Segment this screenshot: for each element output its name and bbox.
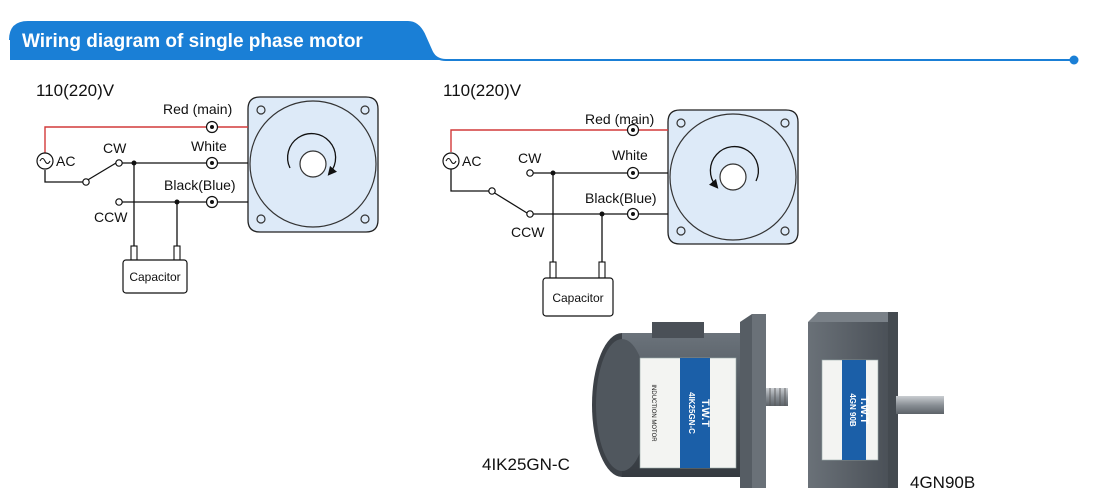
- rotation-arrow-cw: [286, 132, 337, 176]
- switch-lever: [85, 162, 117, 182]
- nameplate-brand: T.W.T: [699, 399, 711, 427]
- terminal-white: [205, 156, 219, 170]
- contact-ccw: [526, 210, 534, 218]
- terminal-white: [626, 166, 640, 180]
- gearbox-shaft: [896, 396, 944, 414]
- motor-shaft: [766, 388, 788, 406]
- gearbox-nameplate-model: 4GN 90B: [848, 393, 857, 427]
- contact-ccw: [115, 198, 123, 206]
- capacitor-label: Capacitor: [552, 291, 603, 305]
- header-title: Wiring diagram of single phase motor: [22, 31, 363, 52]
- header-end-dot: [1069, 55, 1079, 65]
- contact-cw: [115, 159, 123, 167]
- white-wire-label: White: [612, 147, 648, 163]
- ac-return-wire: [44, 170, 84, 183]
- motor-face: [667, 109, 799, 245]
- ac-label: AC: [462, 153, 481, 169]
- nameplate-model: 4IK25GN-C: [687, 392, 696, 434]
- contact-cw: [526, 169, 534, 177]
- ccw-label: CCW: [511, 224, 545, 240]
- red-wire: [450, 129, 668, 152]
- diagram-left: 110(220)V: [36, 81, 379, 294]
- mount-hole: [256, 214, 266, 224]
- terminal-red: [626, 123, 640, 137]
- mount-hole: [676, 226, 686, 236]
- mount-hole: [360, 105, 370, 115]
- ccw-label: CCW: [94, 209, 128, 225]
- mount-hole: [676, 118, 686, 128]
- switch-pivot: [488, 187, 496, 195]
- red-wire: [44, 126, 248, 153]
- nameplate-type: INDUCTION MOTOR: [650, 384, 656, 442]
- switch-lever: [492, 191, 528, 214]
- white-wire-label: White: [191, 138, 227, 154]
- black-wire-label: Black(Blue): [164, 177, 236, 193]
- cw-label: CW: [518, 150, 542, 166]
- mount-hole: [360, 214, 370, 224]
- diagram-right: 110(220)V: [442, 81, 799, 317]
- black-wire-label: Black(Blue): [585, 190, 657, 206]
- red-wire-label: Red (main): [163, 101, 232, 117]
- terminal-block: [652, 322, 704, 338]
- voltage-label: 110(220)V: [36, 81, 115, 100]
- motor-model-caption: 4IK25GN-C: [482, 455, 570, 474]
- gearbox-product-image: 4GN 90B T.W.T 4GN90B: [808, 312, 975, 492]
- gearbox-nameplate-brand: T.W.T: [858, 396, 870, 424]
- ac-label: AC: [56, 153, 75, 169]
- terminal-red: [205, 120, 219, 134]
- terminal-black: [205, 195, 219, 209]
- capacitor: Capacitor: [122, 245, 188, 294]
- mount-hole: [780, 118, 790, 128]
- motor-product-image: INDUCTION MOTOR 4IK25GN-C T.W.T 4IK25GN-…: [482, 314, 788, 488]
- voltage-label: 110(220)V: [443, 81, 522, 100]
- ac-return-wire: [450, 169, 490, 192]
- capacitor-label: Capacitor: [129, 270, 180, 284]
- terminal-black: [626, 207, 640, 221]
- gearbox-model-caption: 4GN90B: [910, 473, 975, 492]
- red-wire-label: Red (main): [585, 111, 654, 127]
- header-banner: Wiring diagram of single phase motor: [9, 21, 1079, 65]
- motor-flange: [752, 314, 766, 488]
- capacitor: Capacitor: [542, 261, 614, 317]
- switch-pivot: [82, 178, 90, 186]
- motor-face: [247, 96, 379, 233]
- rotation-arrow-ccw: [709, 145, 760, 189]
- mount-hole: [780, 226, 790, 236]
- header-tab: [10, 22, 446, 60]
- mount-hole: [256, 105, 266, 115]
- cw-label: CW: [103, 140, 127, 156]
